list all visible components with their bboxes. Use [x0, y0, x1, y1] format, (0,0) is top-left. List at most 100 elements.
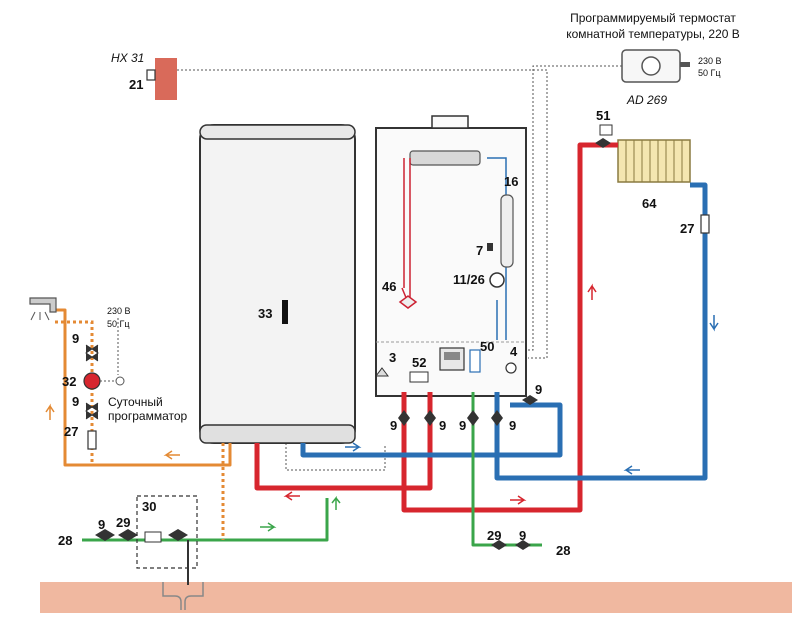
arrow-up-icon [587, 283, 597, 300]
thermostat-power-1: 230 В [698, 56, 722, 66]
check-valve-27-radiator [700, 214, 710, 234]
sensor-wire [177, 69, 548, 359]
radiator-fins [625, 140, 683, 182]
label-51: 51 [596, 108, 610, 123]
label-9-upper: 9 [72, 331, 79, 346]
valve-9-e [522, 395, 538, 405]
radiator-valve-51 [595, 138, 611, 148]
arrow-right-green-icon [260, 522, 277, 532]
label-9-lower: 9 [72, 394, 79, 409]
radiator-64 [617, 139, 691, 183]
label-28-outlet: 28 [556, 543, 570, 558]
valve-group-icon [168, 529, 188, 541]
sensor-model: HX 31 [111, 51, 144, 65]
check-valve-27 [87, 430, 97, 450]
label-33: 33 [258, 306, 272, 321]
reducer-icon [144, 531, 162, 543]
filter-50 [469, 349, 481, 373]
floor-drain [162, 582, 204, 610]
air-vent-7 [487, 243, 493, 251]
thermostat-model: AD 269 [626, 93, 667, 107]
label-9-c: 9 [459, 418, 466, 433]
timer-caption-1: Суточный [108, 395, 163, 409]
pump-wire [100, 318, 119, 382]
tank-cold-water-pipe [82, 498, 329, 542]
label-64: 64 [642, 196, 657, 211]
label-32: 32 [62, 374, 76, 389]
label-50: 50 [480, 339, 494, 354]
label-9-d: 9 [509, 418, 516, 433]
label-9-a: 9 [390, 418, 397, 433]
heating-return-pipe [494, 182, 708, 481]
arrow-up-green-icon [331, 495, 341, 510]
boiler-cold-water-pipe [471, 392, 542, 547]
valve-29-outlet [491, 540, 507, 550]
label-9-b: 9 [439, 418, 446, 433]
expansion-vessel-16 [500, 194, 514, 268]
tank-bottom [199, 424, 356, 444]
safety-group-30 [136, 495, 198, 569]
valve-9-lower [85, 402, 99, 420]
tank-coil-return-pipe [300, 402, 563, 458]
arrow-left-orange-icon [163, 450, 180, 460]
three-way-valve-46 [398, 295, 418, 309]
pump-power-1: 230 В [107, 306, 131, 316]
thermostat-dial-icon [641, 56, 661, 76]
label-9-e: 9 [535, 382, 542, 397]
label-4: 4 [510, 344, 518, 359]
pump-power-2: 50 Гц [107, 319, 130, 329]
arrow-left-red-icon [283, 491, 300, 501]
arrow-up-orange-icon [45, 403, 55, 420]
valve-9-upper [85, 344, 99, 362]
label-9-inlet: 9 [98, 517, 105, 532]
arrow-right-blue-icon [345, 442, 362, 452]
tank-coil-supply-pipe [254, 392, 433, 491]
label-7: 7 [476, 243, 483, 258]
heating-supply-pipe [401, 142, 618, 513]
valve-9-c [467, 410, 479, 426]
label-11-26: 11/26 [453, 272, 485, 287]
valve-9-outlet [515, 540, 531, 550]
display-screen [444, 352, 460, 360]
safety-valve-3 [375, 367, 389, 377]
label-27: 27 [64, 424, 78, 439]
sensor-number: 21 [129, 77, 143, 92]
flue-outlet [431, 115, 469, 129]
dhw-outlet-pipe [52, 308, 232, 467]
thermostat-caption-2: комнатной температуры, 220 В [566, 27, 740, 41]
valve-9-b [424, 410, 436, 426]
timer-plug-icon [115, 376, 125, 386]
thermostat-power-2: 50 Гц [698, 68, 721, 78]
arrow-right-icon [510, 495, 527, 505]
label-28-inlet: 28 [58, 533, 72, 548]
label-46: 46 [382, 279, 396, 294]
label-9-outlet: 9 [519, 528, 526, 543]
tap-icon [29, 297, 57, 313]
arrow-left-icon [623, 465, 640, 475]
timer-caption-2: программатор [108, 409, 188, 423]
recirculation-pipe [55, 320, 94, 462]
hx31-sensor-clip [146, 69, 156, 81]
arrow-down-icon [709, 315, 719, 332]
tank-sensor-33 [282, 300, 288, 324]
label-3: 3 [389, 350, 396, 365]
valve-9-a [398, 410, 410, 426]
label-52: 52 [412, 355, 426, 370]
heat-exchanger [409, 150, 481, 166]
thermostat-wire [528, 65, 622, 351]
gauge-4 [505, 362, 517, 374]
thermostat-caption-1: Программируемый термостат [570, 11, 736, 25]
thermostat-plug [680, 62, 690, 67]
hx31-sensor [155, 58, 177, 100]
label-29-outlet: 29 [487, 528, 501, 543]
valve-9-d [491, 410, 503, 426]
valve-29-inlet [118, 529, 138, 541]
floor [40, 582, 792, 613]
valve-9-inlet [95, 529, 115, 541]
label-27-radiator: 27 [680, 221, 694, 236]
tank-top [199, 124, 356, 140]
thermostatic-head-51 [599, 124, 613, 136]
label-30: 30 [142, 499, 156, 514]
